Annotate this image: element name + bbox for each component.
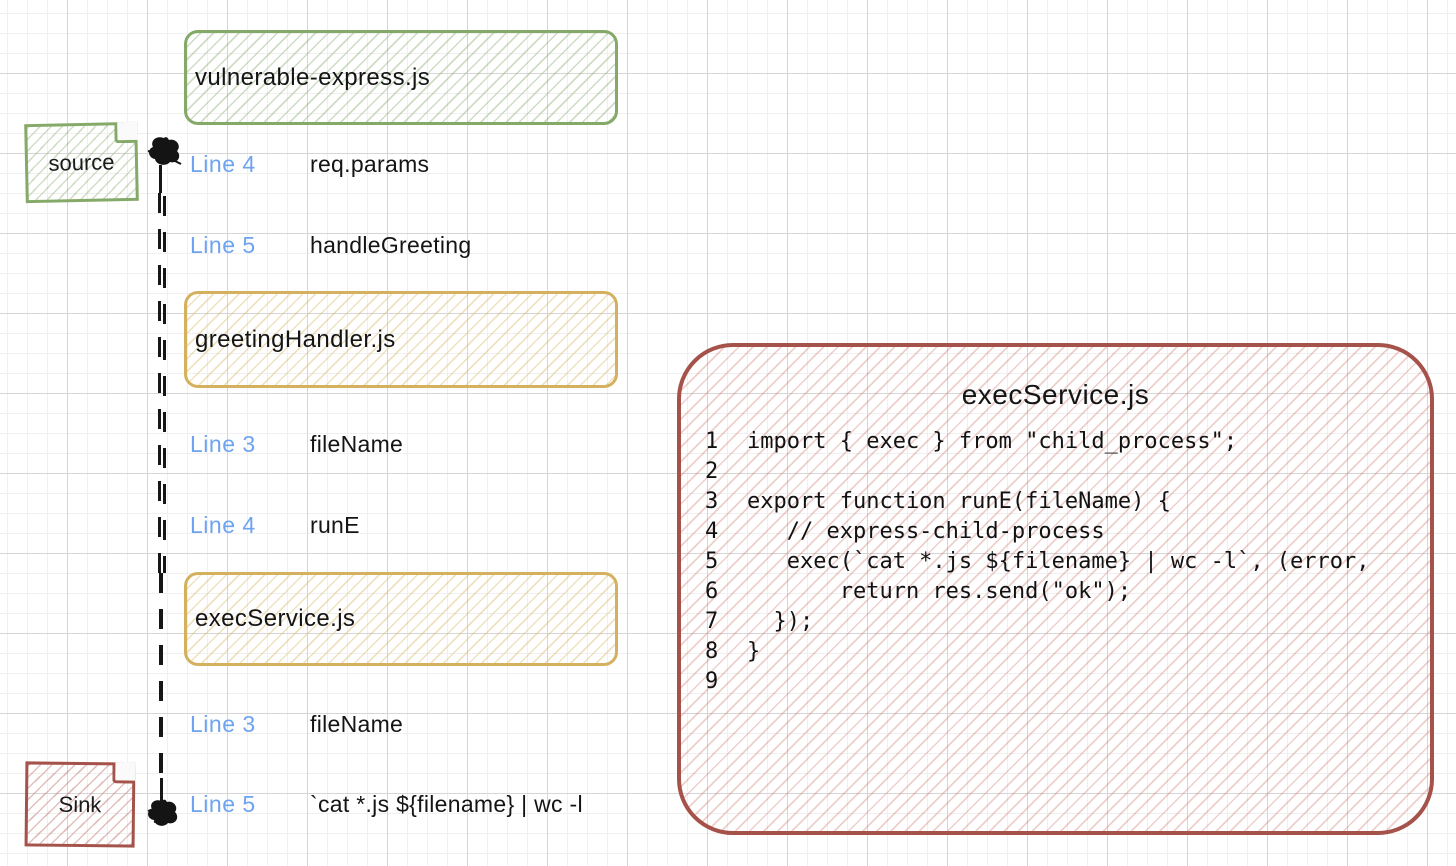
source-note[interactable]: source bbox=[24, 121, 139, 204]
dashed-connector[interactable] bbox=[160, 778, 163, 804]
code-line: 8} bbox=[705, 637, 1430, 667]
code-text: export function runE(fileName) { bbox=[747, 489, 1171, 514]
code-text: } bbox=[747, 639, 761, 664]
line-number-label: Line 4 bbox=[190, 151, 256, 177]
flow-value: handleGreeting bbox=[310, 232, 472, 258]
code-text: return res.send("ok"); bbox=[747, 579, 1132, 604]
line-number-label: Line 3 bbox=[190, 431, 256, 457]
line-number-label: Line 4 bbox=[190, 512, 256, 538]
file-box-label: vulnerable-express.js bbox=[195, 63, 431, 91]
code-line: 5 exec(`cat *.js ${filename} | wc -l`, (… bbox=[705, 547, 1430, 577]
code-line: 2 bbox=[705, 457, 1430, 487]
flow-value: `cat *.js ${filename} | wc -l bbox=[310, 791, 583, 817]
line-number-label: Line 5 bbox=[190, 791, 256, 817]
code-text: exec(`cat *.js ${filename} | wc -l`, (er… bbox=[747, 549, 1370, 574]
flow-value: runE bbox=[310, 512, 360, 538]
code-text: // express-child-process bbox=[747, 519, 1105, 544]
file-box-label: greetingHandler.js bbox=[195, 325, 396, 353]
line-number: 7 bbox=[705, 609, 719, 634]
dashed-connector[interactable] bbox=[159, 573, 163, 781]
line-number: 8 bbox=[705, 639, 719, 664]
flow-value: req.params bbox=[310, 151, 430, 177]
code-text: }); bbox=[747, 609, 814, 634]
code-panel-execservice[interactable]: execService.js 1 import { exec } from "ch… bbox=[677, 343, 1434, 835]
folded-corner-icon bbox=[114, 121, 138, 144]
code-listing: 1 import { exec } from "child_process"; 2… bbox=[681, 427, 1430, 697]
code-panel-title: execService.js bbox=[961, 379, 1150, 410]
sink-note[interactable]: Sink bbox=[24, 761, 136, 848]
line-number: 6 bbox=[705, 579, 719, 604]
line-number: 4 bbox=[705, 519, 719, 544]
line-number: 9 bbox=[705, 669, 719, 694]
file-box-label: execService.js bbox=[195, 605, 356, 632]
ink-scribble-icon bbox=[147, 799, 178, 826]
line-number: 2 bbox=[705, 459, 719, 484]
file-box-greeting-handler[interactable]: greetingHandler.js bbox=[184, 291, 618, 388]
code-line: 4 // express-child-process bbox=[705, 517, 1430, 547]
source-note-label: source bbox=[48, 148, 115, 176]
code-line: 9 bbox=[705, 667, 1430, 697]
line-number-label: Line 3 bbox=[190, 711, 256, 737]
ink-scribble-icon bbox=[147, 137, 182, 165]
code-line: 1 import { exec } from "child_process"; bbox=[705, 427, 1430, 457]
line-number: 3 bbox=[705, 489, 719, 514]
code-text: import { exec } from "child_process"; bbox=[747, 429, 1238, 454]
folded-corner-icon bbox=[112, 762, 136, 784]
flow-value: fileName bbox=[310, 431, 404, 457]
line-number: 5 bbox=[705, 549, 719, 574]
file-box-vulnerable-express[interactable]: vulnerable-express.js bbox=[184, 30, 618, 125]
code-line: 7 }); bbox=[705, 607, 1430, 637]
line-number-label: Line 5 bbox=[190, 232, 256, 258]
flow-value: fileName bbox=[310, 711, 404, 737]
dashed-connector[interactable] bbox=[158, 193, 161, 573]
code-line: 6 return res.send("ok"); bbox=[705, 577, 1430, 607]
line-number: 1 bbox=[705, 429, 719, 454]
sink-note-label: Sink bbox=[58, 791, 102, 817]
code-line: 3 export function runE(fileName) { bbox=[705, 487, 1430, 517]
file-box-exec-service[interactable]: execService.js bbox=[184, 572, 618, 666]
dashed-connector[interactable] bbox=[163, 196, 166, 573]
dashed-connector[interactable] bbox=[159, 165, 162, 193]
